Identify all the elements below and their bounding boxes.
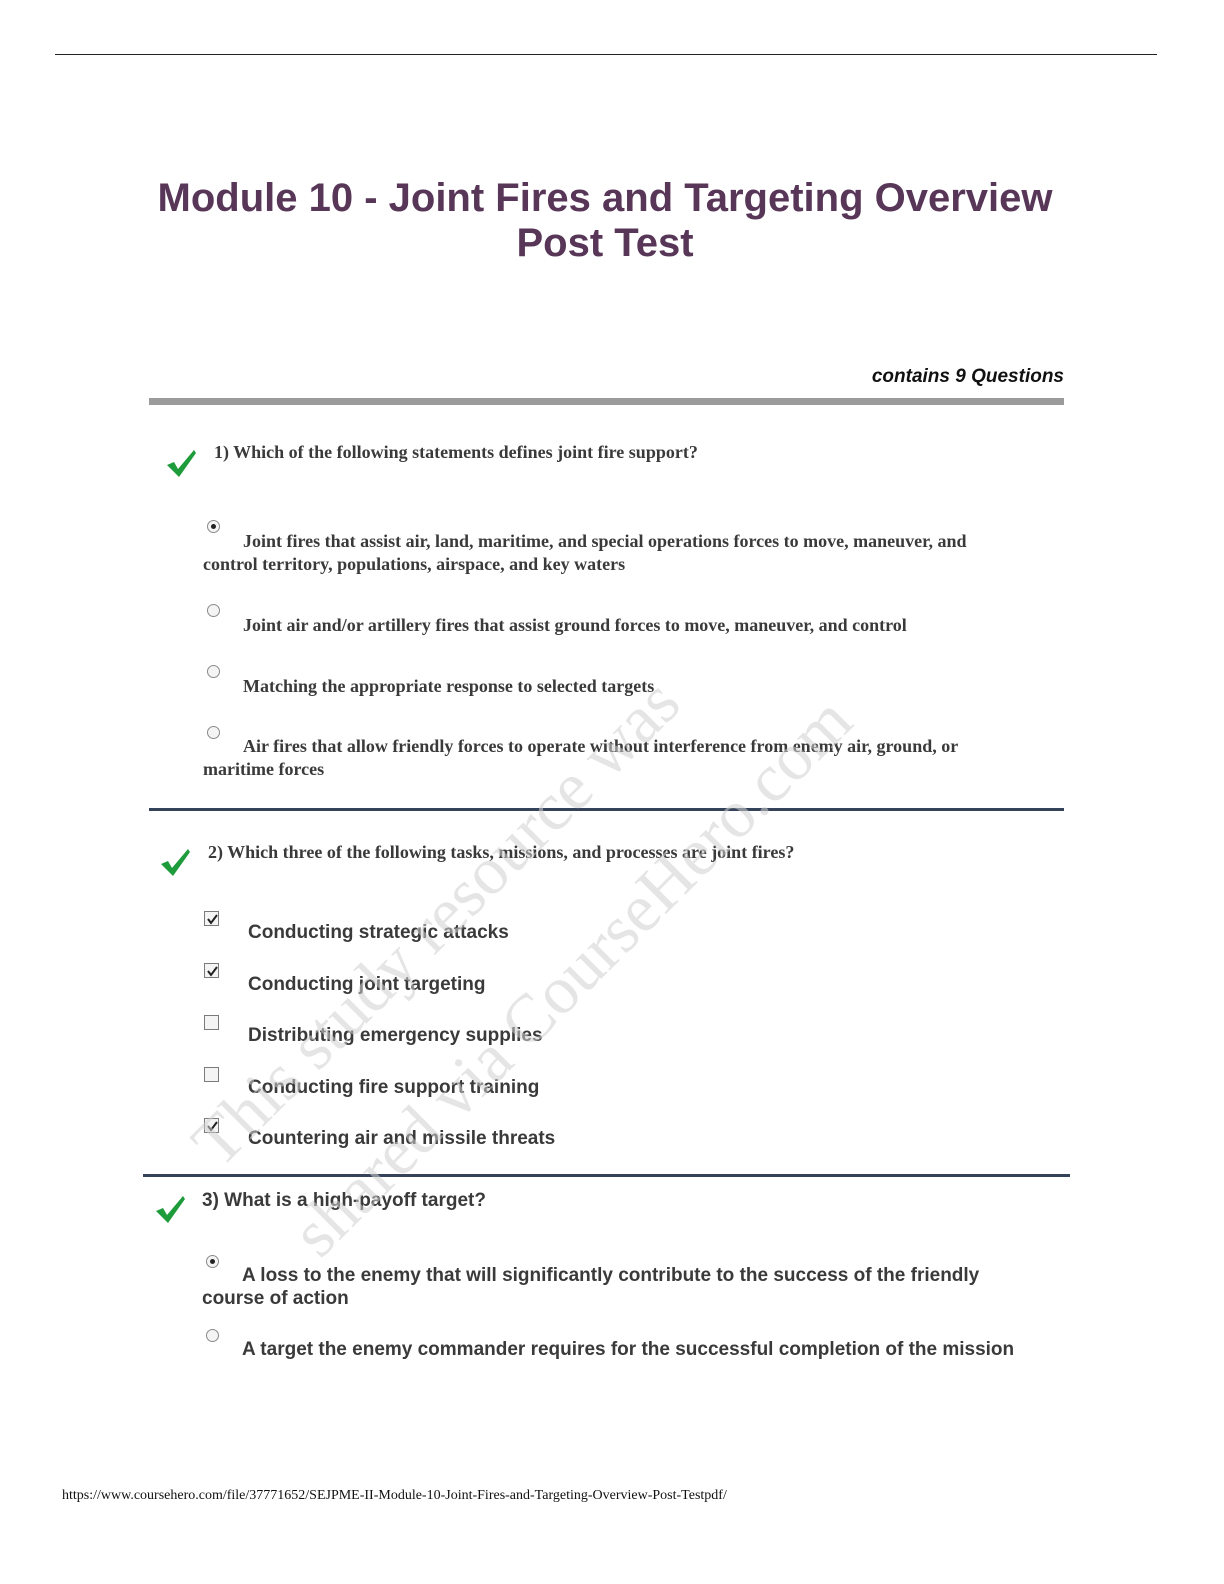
q1-option-1-radio[interactable] xyxy=(207,520,220,533)
q1-option-1-label: Joint fires that assist air, land, marit… xyxy=(203,531,967,574)
q2-option-4-label: Conducting fire support training xyxy=(248,1077,540,1098)
header-divider xyxy=(149,398,1064,405)
correct-check-icon xyxy=(161,849,190,876)
question-2-text: 2) Which three of the following tasks, m… xyxy=(208,842,795,862)
q2-option-5-label: Countering air and missile threats xyxy=(248,1128,556,1149)
q1-option-2-radio[interactable] xyxy=(207,604,220,617)
title-line-1: Module 10 - Joint Fires and Targeting Ov… xyxy=(157,176,1053,220)
question-divider xyxy=(149,808,1064,811)
checkmark-icon xyxy=(207,914,218,925)
q2-option-5-checkbox[interactable] xyxy=(204,1118,219,1133)
correct-check-icon xyxy=(156,1196,185,1223)
q3-option-1-radio[interactable] xyxy=(206,1255,219,1268)
source-url: https://www.coursehero.com/file/37771652… xyxy=(62,1488,727,1503)
question-1-text: 1) Which of the following statements def… xyxy=(214,442,698,462)
q1-option-4-label: Air fires that allow friendly forces to … xyxy=(203,736,959,779)
q3-option-1-label: A loss to the enemy that will significan… xyxy=(202,1265,980,1309)
q1-option-4-radio[interactable] xyxy=(207,726,220,739)
question-count: contains 9 Questions xyxy=(871,366,1064,387)
page-title: Module 10 - Joint Fires and Targeting Ov… xyxy=(100,176,1110,266)
watermark: This study resource was shared via Cours… xyxy=(180,664,866,1271)
q2-option-3-checkbox[interactable] xyxy=(204,1015,219,1030)
question-3-text: 3) What is a high-payoff target? xyxy=(202,1190,486,1211)
top-rule xyxy=(55,54,1157,55)
q3-option-2-radio[interactable] xyxy=(206,1329,219,1342)
q1-option-3-radio[interactable] xyxy=(207,665,220,678)
q2-option-3-label: Distributing emergency supplies xyxy=(248,1025,543,1046)
q2-option-1-checkbox[interactable] xyxy=(204,911,219,926)
q2-option-2-checkbox[interactable] xyxy=(204,963,219,978)
q2-option-4-checkbox[interactable] xyxy=(204,1067,219,1082)
q1-option-3-label: Matching the appropriate response to sel… xyxy=(243,676,655,696)
q3-option-2-label: A target the enemy commander requires fo… xyxy=(242,1339,1015,1360)
correct-check-icon xyxy=(167,450,196,477)
q2-option-1-label: Conducting strategic attacks xyxy=(248,922,509,943)
question-divider xyxy=(143,1174,1070,1177)
title-line-2: Post Test xyxy=(516,221,694,265)
checkmark-icon xyxy=(207,1121,218,1132)
checkmark-icon xyxy=(207,966,218,977)
q1-option-2-label: Joint air and/or artillery fires that as… xyxy=(243,615,907,635)
q2-option-2-label: Conducting joint targeting xyxy=(248,974,486,995)
